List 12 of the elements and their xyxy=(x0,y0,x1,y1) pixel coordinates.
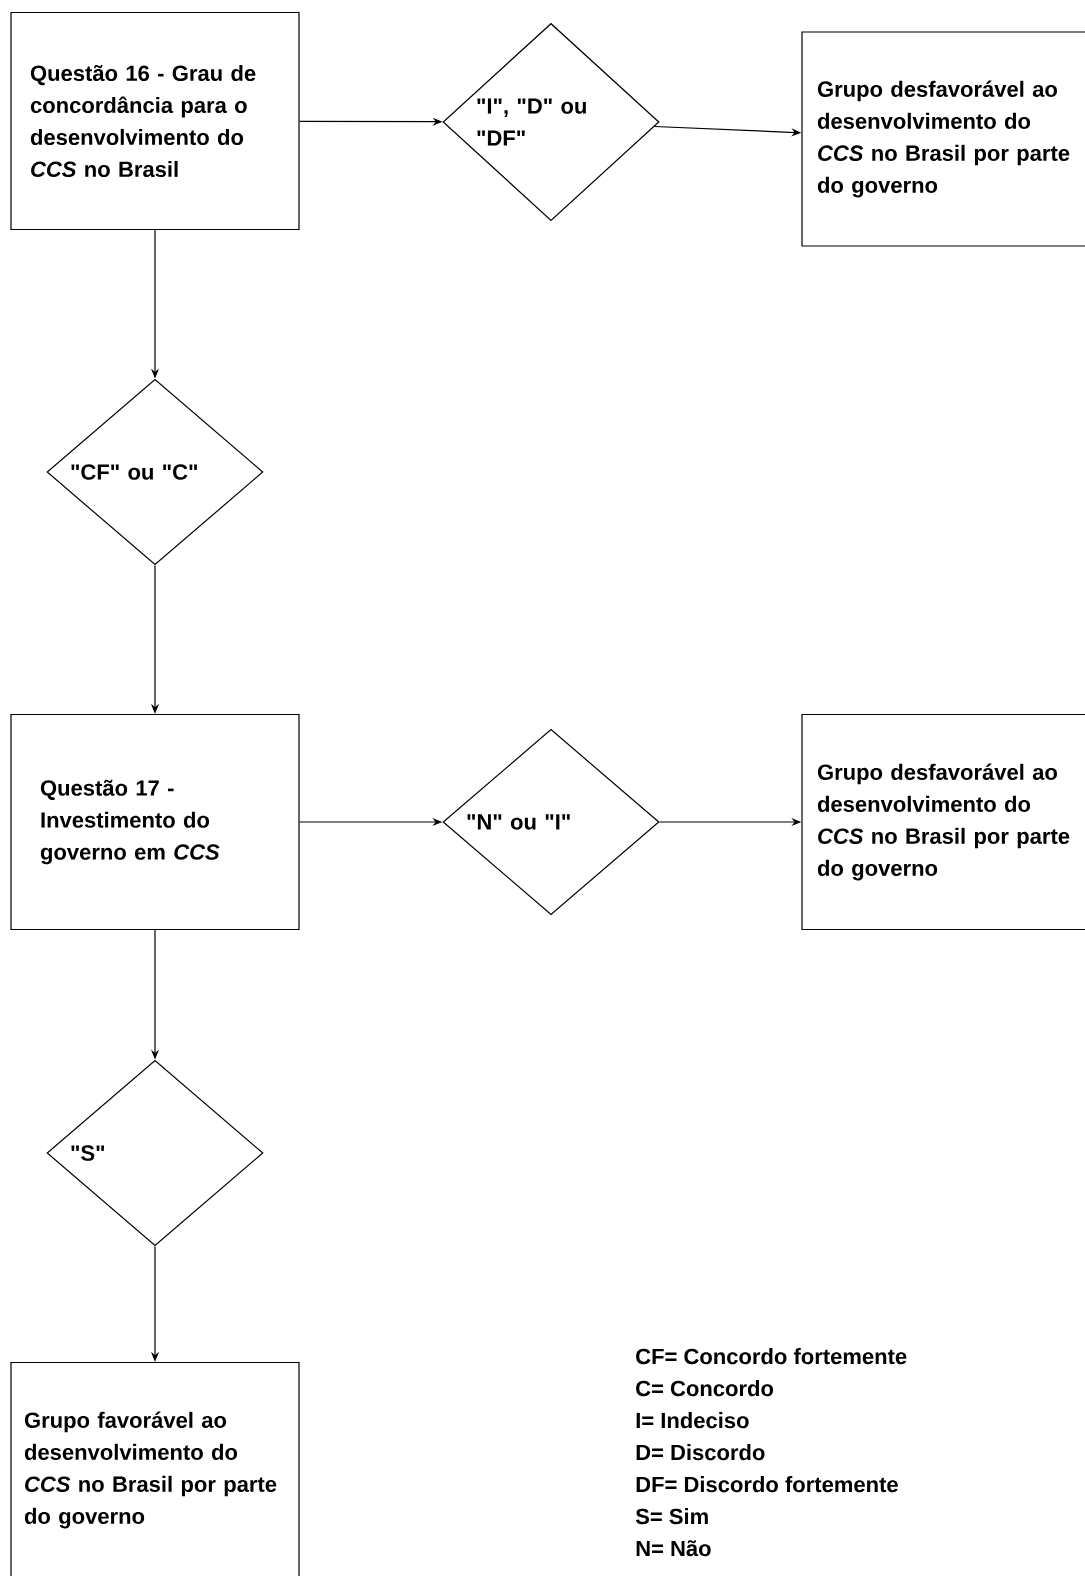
process-box: Questão 17 - Investimento do governo em CCS xyxy=(10,713,300,931)
legend-text: CF= Concordo fortemente xyxy=(636,1348,907,1365)
legend-text: N= Não xyxy=(636,1540,711,1557)
process-box: Questão 16 - Grau de concordância para o desenvolvimento do CCS no Brasil xyxy=(10,11,300,231)
process-box: Grupo desfavorável ao desenvolvimento do CCS no Brasil por parte do governo xyxy=(801,713,1085,931)
process-box: Grupo desfavorável ao desenvolvimento do CCS no Brasil por parte do governo xyxy=(801,31,1085,247)
legend-text: I= Indeciso xyxy=(636,1412,749,1429)
legend-text: DF= Discordo fortemente xyxy=(636,1476,898,1493)
legend-text: D= Discordo xyxy=(636,1444,765,1461)
process-box: Grupo favorável ao desenvolvimento do CCS no Brasil por parte do governo xyxy=(10,1361,300,1576)
legend-text: S= Sim xyxy=(635,1508,708,1525)
legend-text: C= Concordo xyxy=(636,1380,774,1397)
